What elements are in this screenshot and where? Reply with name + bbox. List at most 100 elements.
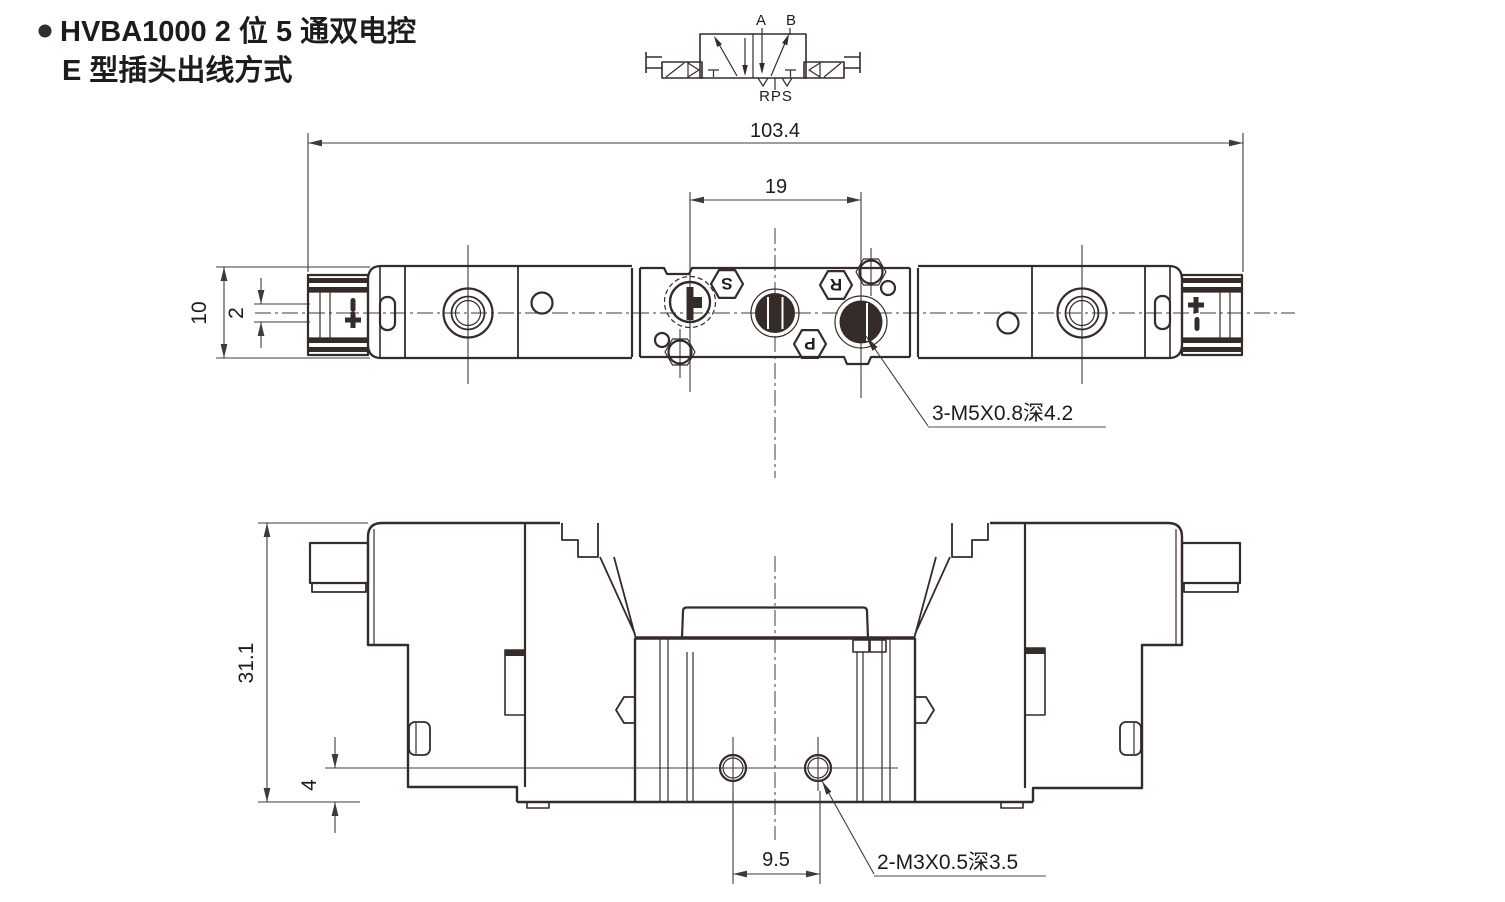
center-body-edges: [630, 268, 920, 357]
right-small-hole: [996, 311, 1020, 335]
port-p-label: P: [804, 334, 815, 353]
base-foot-right: [1000, 801, 1024, 809]
manual-override-screw: [668, 280, 712, 324]
right-plug-body: [1180, 273, 1244, 357]
title-line-2: E 型插头出线方式: [62, 53, 292, 87]
front-right-plug-lip: [1183, 583, 1239, 593]
right-coil-slot: [1153, 294, 1172, 331]
dim-value-hole-spacing: 9.5: [762, 849, 790, 871]
center-port-chamfer: [750, 288, 800, 338]
right-coil-block: [918, 264, 1184, 360]
port-p-hexagon: [792, 329, 828, 359]
top-view: 103.4 19 10 2: [188, 120, 1295, 478]
mount-hex-top-right: [855, 258, 887, 286]
front-right-coil: [913, 521, 1184, 802]
arrowhead-top: [263, 523, 271, 537]
manifold-left-lug: [615, 696, 636, 724]
manifold-cap: [680, 606, 870, 639]
arrowhead-left: [733, 870, 747, 878]
front-center-manifold: [325, 606, 1033, 838]
center-port-hole: [755, 293, 795, 333]
extension-lines-103: [307, 133, 1244, 272]
arrowhead-up: [257, 322, 265, 336]
front-left-notch-bar: [505, 650, 525, 656]
thread-label-m3: 2-M3X0.5深3.5: [877, 851, 1018, 874]
manifold-tab-2: [869, 639, 887, 653]
dim-value-front-height: 31.1: [235, 643, 258, 684]
port-r-hexagon: [818, 270, 854, 300]
port-s-label: S: [721, 274, 732, 293]
front-right-coil-outline: [990, 521, 1184, 802]
right-solenoid-glyph: [823, 62, 842, 78]
arrowhead-bottom: [220, 344, 228, 358]
front-left-coil-outline: [366, 521, 560, 802]
pin-hole-top-right: [879, 279, 897, 297]
dimension-body-height: 10: [188, 266, 370, 359]
left-ring-port-inner: [454, 299, 482, 327]
front-left-top-block: [561, 523, 599, 558]
extension-lines-2: [254, 303, 310, 323]
extension-lines-10: [216, 266, 370, 359]
symbol-port-a-label: A: [756, 12, 766, 29]
manifold-right-lug: [914, 696, 935, 724]
manifold-tab-1: [852, 639, 870, 653]
bottom-port-arrowheads: [757, 77, 793, 90]
right-plug-stripes: [1182, 278, 1242, 352]
arrowhead-left: [690, 196, 704, 204]
arrowhead-right: [1229, 139, 1243, 147]
title-line-1: HVBA1000 2 位 5 通双电控: [60, 14, 416, 48]
left-coil-block: [366, 264, 632, 360]
front-right-funnel: [913, 556, 951, 640]
symbol-port-b-label: B: [786, 12, 796, 29]
arrowhead-up: [331, 802, 339, 816]
front-left-plug-body: [308, 541, 370, 585]
leader-line-m5: [865, 335, 929, 427]
thread-label-m5: 3-M5X0.8深4.2: [932, 402, 1073, 425]
dim-value-slot: 2: [225, 307, 248, 319]
base-foot-left: [526, 801, 550, 809]
dim-value-width: 103.4: [750, 120, 800, 142]
screw-slot: [686, 287, 702, 320]
mount-screw-top-right: [858, 259, 884, 285]
dimension-port-spacing: 19: [690, 176, 861, 204]
port-p-chamfer: [834, 295, 888, 349]
right-plug-inner-lines: [1182, 291, 1242, 339]
right-e-plug: [1180, 273, 1244, 357]
dim-value-height: 10: [188, 301, 211, 324]
arrowhead-down: [331, 754, 339, 768]
dimension-hole-offset: 4: [298, 737, 339, 833]
front-right-plug: [1180, 541, 1242, 593]
title-bullet-icon: [38, 24, 52, 38]
front-view: 31.1 4 9.5 2-M3X0.5深3.5: [235, 521, 1242, 884]
front-right-notch: [1024, 647, 1046, 716]
right-plug-plus-terminal: [1188, 297, 1204, 313]
valve-schematic-symbol: A B RPS: [645, 12, 861, 105]
front-left-coil: [366, 521, 637, 802]
front-right-plug-body: [1180, 541, 1242, 585]
right-ring-port-inner: [1068, 299, 1096, 327]
left-plug-plus-terminal: [345, 312, 361, 328]
left-ring-port-outer: [442, 287, 494, 339]
right-solenoid-arrow-icon: [808, 62, 821, 78]
left-plug-inner-lines: [308, 291, 368, 339]
extension-lines-95: [732, 791, 821, 884]
front-right-top-block: [951, 523, 989, 558]
arrowhead-right: [806, 870, 820, 878]
arrowhead-left: [308, 139, 322, 147]
left-solenoid-arrow-icon: [687, 62, 700, 78]
extension-lines-311: [258, 522, 368, 803]
left-small-hole: [530, 291, 554, 315]
left-position-arrowhead: [714, 36, 722, 47]
port-s-hexagon: [709, 269, 745, 299]
left-position-flow-lines: [708, 38, 746, 77]
left-solenoid-box: [661, 61, 703, 79]
valve-body-center: S R P: [630, 258, 920, 366]
left-position-arrowhead-down: [742, 65, 748, 76]
left-plug-minus-terminal: [350, 298, 356, 312]
pin-hole-bottom-left: [653, 331, 671, 349]
mount-screw-bottom-left: [667, 339, 693, 365]
port-a-arrowhead: [759, 63, 765, 74]
front-left-plug: [308, 541, 370, 593]
